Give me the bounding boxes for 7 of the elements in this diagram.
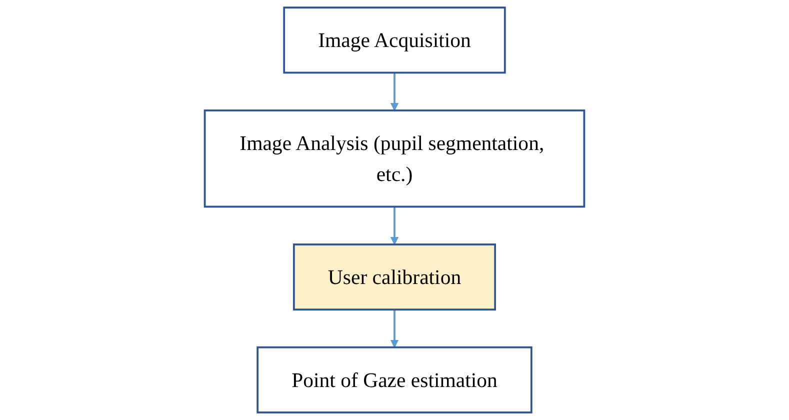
node-box: Image Acquisition	[283, 6, 506, 74]
arrow	[390, 310, 399, 348]
node-box: Image Analysis (pupil segmentation, etc.)	[204, 109, 586, 208]
node-box: User calibration	[292, 244, 496, 311]
node-box: Point of Gaze estimation	[256, 346, 532, 414]
arrow	[390, 206, 399, 245]
arrow	[390, 72, 399, 111]
